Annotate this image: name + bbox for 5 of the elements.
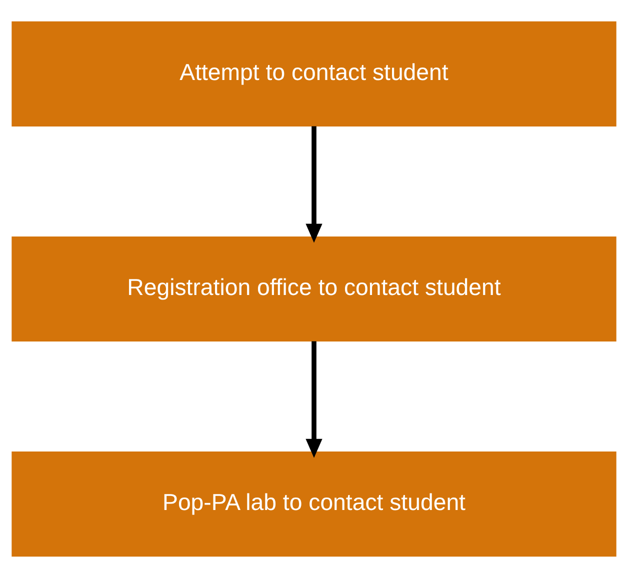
arrow [306, 126, 322, 242]
node-box: Attempt to contact student [12, 20, 616, 126]
arrow [306, 340, 322, 458]
node-box: Pop-PA lab to contact student [12, 451, 616, 556]
node-box: Registration office to contact student [12, 236, 616, 342]
